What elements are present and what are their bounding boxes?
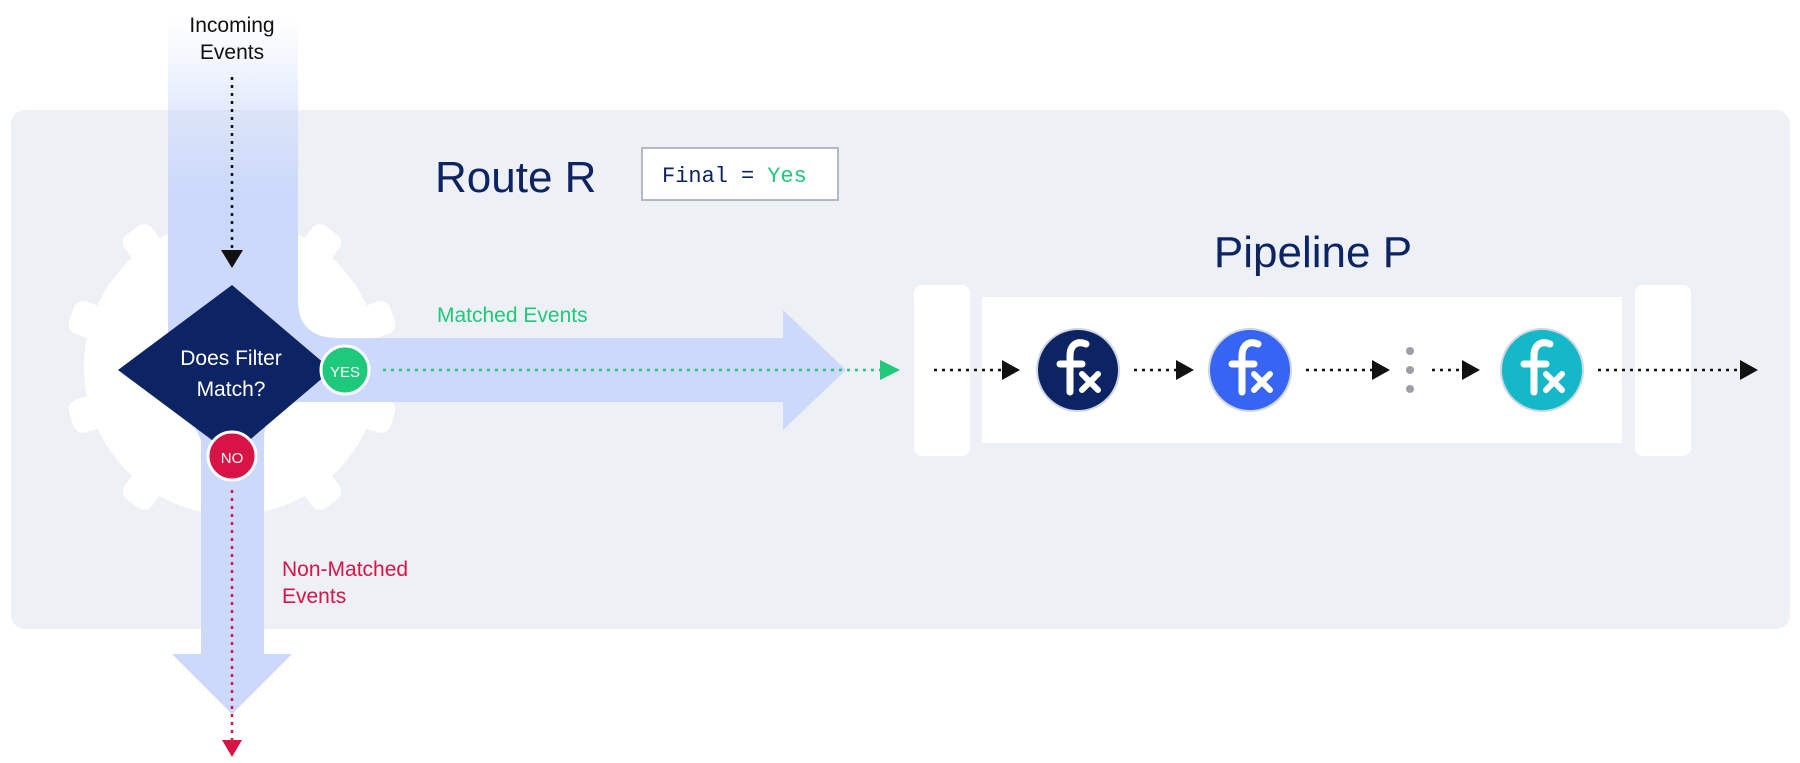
route-panel [11, 110, 1790, 629]
filter-question-line1: Does Filter [180, 347, 282, 370]
incoming-label-line2: Events [200, 41, 264, 64]
function-node-1 [1036, 328, 1120, 412]
matched-label: Matched Events [437, 304, 588, 327]
incoming-label-line1: Incoming [189, 14, 274, 37]
no-badge-label: NO [221, 450, 244, 467]
incoming-arrowhead [221, 250, 243, 268]
final-flag-box [641, 147, 839, 201]
yes-badge [319, 344, 371, 396]
nonmatched-label-line2: Events [282, 585, 346, 608]
function-icon [1520, 339, 1565, 396]
matched-flow-arrow [300, 310, 846, 430]
function-icon [1056, 339, 1101, 396]
function-node-2 [1208, 328, 1292, 412]
yes-badge-label: YES [330, 364, 360, 381]
filter-decision-diamond [118, 285, 332, 455]
more-functions-ellipsis [1406, 347, 1414, 393]
nonmatched-arrowhead [222, 740, 242, 757]
final-flag-value: Yes [767, 164, 807, 189]
final-flag-operator: = [741, 164, 754, 189]
no-badge [206, 430, 258, 482]
route-title: Route R [435, 153, 596, 202]
matched-arrowhead [880, 360, 900, 380]
final-flag: Final = Yes [662, 164, 807, 189]
pipeline-arrowheads [1002, 360, 1758, 380]
function-icon [1228, 339, 1273, 396]
pipeline-title: Pipeline P [1214, 228, 1412, 277]
final-flag-key: Final [662, 164, 728, 189]
filter-question-line2: Match? [197, 378, 266, 401]
function-node-3 [1500, 328, 1584, 412]
nonmatched-label-line1: Non-Matched [282, 558, 408, 581]
